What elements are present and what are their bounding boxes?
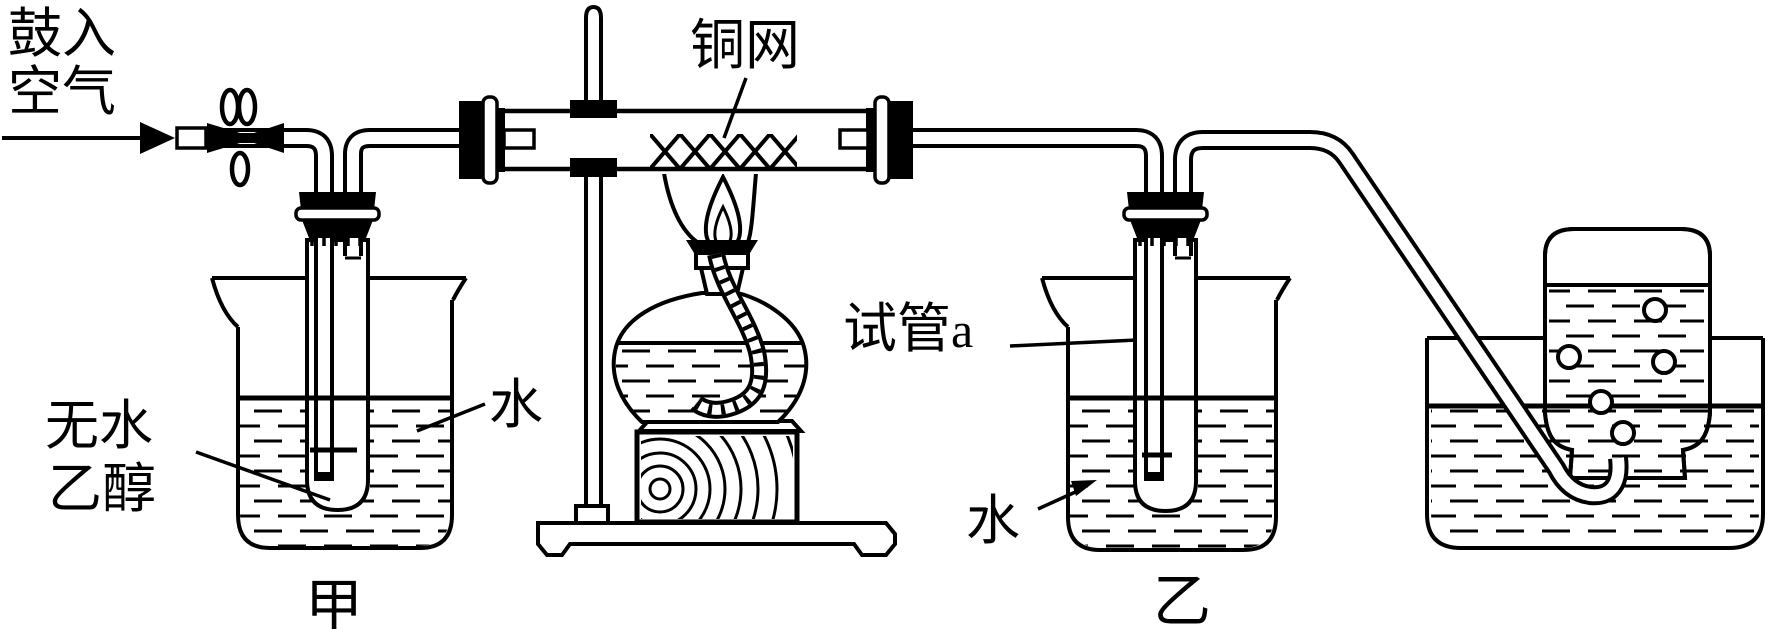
wood-grain — [641, 436, 793, 519]
beaker-jia-lip — [451, 276, 468, 301]
gas-bubbles — [1556, 297, 1677, 446]
anhydrous-ethanol-label-line1: 无水 — [45, 396, 153, 456]
bottle-outline-front — [1543, 227, 1712, 480]
stopper-right-stub — [838, 128, 870, 150]
delivery-tube-mid-tip — [1144, 472, 1164, 481]
bubble — [1651, 349, 1677, 375]
inlet-tube-to-jia — [184, 128, 334, 481]
hard-glass-tube — [459, 95, 1164, 481]
air-in-label-line2: 空气 — [8, 62, 116, 122]
bubble — [1588, 389, 1614, 415]
air-flow-arrow-head — [140, 122, 175, 154]
bubble — [1642, 297, 1668, 323]
beaker-yi-lip — [1275, 276, 1292, 301]
test-tube-a-label-letter: a — [951, 302, 973, 358]
water-left-label: 水 — [489, 375, 543, 435]
beaker-jia-label: 甲 — [305, 574, 363, 629]
rubber-stopper-right — [838, 95, 913, 185]
screw-clamp-wing-top-left — [219, 87, 241, 127]
beaker-yi-spout — [1040, 277, 1070, 329]
test-tube-a-leader — [1009, 338, 1138, 348]
copper-mesh-label: 铜网 — [690, 14, 800, 76]
rubber-stopper-left — [459, 95, 536, 185]
screw-clamp-body — [207, 123, 284, 153]
stand-rod — [584, 4, 603, 508]
bubble — [1610, 420, 1636, 446]
bubble — [1556, 344, 1582, 370]
lamp-wick — [690, 251, 769, 419]
alcohol-lamp — [611, 172, 809, 433]
test-tube-a-label: 试管a — [843, 299, 973, 359]
delivery-tube-mid — [908, 128, 1164, 481]
beaker-jia-spout — [210, 277, 240, 329]
water-right-leader — [1037, 480, 1097, 511]
stopper-left-stub — [502, 128, 536, 150]
lamp-collar-rim — [686, 240, 758, 253]
screw-clamp — [207, 87, 284, 188]
anhydrous-ethanol-label-line2: 乙醇 — [48, 459, 156, 519]
screw-clamp-wing-bottom — [229, 150, 251, 188]
water-right-label: 水 — [966, 491, 1020, 551]
air-inlet — [2, 87, 334, 481]
gas-bottle — [1429, 227, 1761, 544]
rubber-stopper-jia — [294, 192, 381, 246]
glass-nozzle — [175, 126, 208, 150]
stand-clamp-upper — [570, 100, 617, 118]
rubber-stopper-a — [1122, 192, 1209, 246]
outlet-tube-jia — [343, 128, 475, 200]
water-left-leader — [416, 402, 486, 433]
beaker-jia-body — [236, 300, 454, 550]
copper-mesh-leader — [722, 77, 748, 139]
air-in-label-line1: 鼓入 — [8, 4, 116, 64]
water-right-arrow-head — [1071, 480, 1097, 496]
screw-clamp-wing-top-right — [236, 87, 258, 127]
copper-mesh — [650, 134, 797, 169]
wood-block-body — [634, 429, 800, 525]
beaker-yi-label: 乙 — [1153, 569, 1211, 629]
beaker-yi-body — [1066, 300, 1278, 552]
stand-base — [536, 521, 897, 557]
delivery-tube-right — [1173, 130, 1629, 506]
wood-block — [634, 429, 800, 525]
inlet-tube-tip — [314, 472, 334, 481]
stand-clamp-lower — [570, 158, 617, 177]
anhydrous-ethanol-leader — [195, 450, 331, 502]
test-tube-a-label-cn: 试管 — [843, 299, 951, 359]
flame — [662, 172, 758, 253]
